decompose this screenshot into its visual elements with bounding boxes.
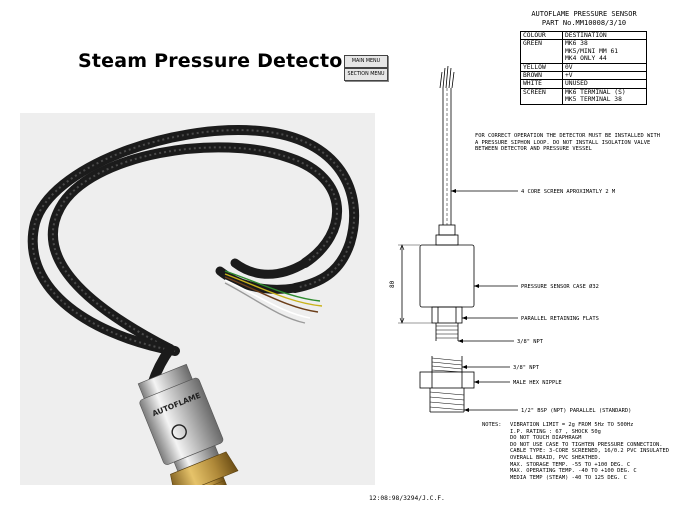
note-line: VIBRATION LIMIT = 2g FROM 5Hz TO 500Hz (510, 422, 634, 428)
note-line: DO NOT USE CASE TO TIGHTEN PRESSURE CONN… (510, 441, 663, 448)
note-line: DO NOT TOUCH DIAPHRAGM (510, 435, 582, 442)
wire-destination: MK6 38 MK5/MINI MM 61 MK4 ONLY 44 (562, 39, 647, 64)
bsp-label: 1/2" BSP (NPT) PARALLEL (STANDARD) (521, 408, 631, 414)
note-line: MAX. OPERATING TEMP. -40 TO +100 DEG. C (510, 468, 637, 475)
wire-colour-table: COLOUR DESTINATION GREEN MK6 38 MK5/MINI… (520, 30, 647, 105)
sheet-header-part-no: PART No.MM10008/3/10 (541, 18, 627, 27)
hex-label: MALE HEX NIPPLE (513, 380, 562, 386)
note-line: I.P. RATING : 67 , SHOCK 50g (510, 428, 601, 435)
wire-colour: GREEN (520, 39, 563, 64)
sheet-header-line1: AUTOFLAME PRESSURE SENSOR (531, 10, 637, 18)
product-photo-art: AUTOFLAME (20, 113, 375, 485)
main-menu-button[interactable]: MAIN MENU (344, 55, 388, 68)
npt-top-label: 3/8" NPT (517, 339, 544, 345)
install-note: FOR CORRECT OPERATION THE DETECTOR MUST … (475, 133, 660, 153)
wire-destination: UNUSED (562, 79, 647, 89)
drawing-reference: 12:08:98/3294/J.C.F. (369, 495, 445, 502)
table-row: WHITE UNUSED (520, 79, 647, 89)
section-menu-button[interactable]: SECTION MENU (344, 68, 388, 81)
note-line: CABLE TYPE: 3-CORE SCREENED, 16/0.2 PVC … (510, 448, 670, 455)
note-line: MEDIA TEMP (STEAM) -40 TO 125 DEG. C (510, 474, 627, 481)
dimension-height-label: 80 (389, 280, 396, 288)
wire-destination: MK6 TERMINAL (S) MK5 TERMINAL 38 (562, 87, 647, 105)
col-header-destination: DESTINATION (562, 30, 647, 41)
case-label: PRESSURE SENSOR CASE Ø32 (521, 283, 599, 290)
col-header-colour: COLOUR (520, 30, 563, 41)
technical-drawing: 80 4 CORE SCREEN APROXIMATLY 2 M PRESSUR… (389, 65, 631, 414)
cable-label: 4 CORE SCREEN APROXIMATLY 2 M (521, 189, 616, 195)
sheet-header: AUTOFLAME PRESSURE SENSOR PART No.MM1000… (520, 10, 648, 27)
note-line: OVERALL BRAID, PVC SHEATHED. (510, 454, 601, 461)
note-line: MAX. STORAGE TEMP. -55 TO +100 DEG. C (510, 461, 631, 468)
product-photo: AUTOFLAME (20, 113, 375, 485)
flats-label: PARALLEL RETAINING FLATS (521, 316, 599, 322)
notes-label: NOTES: (482, 422, 502, 428)
page-title: Steam Pressure Detector (78, 50, 353, 72)
table-row: GREEN MK6 38 MK5/MINI MM 61 MK4 ONLY 44 (520, 39, 647, 64)
npt-nipple-label: 3/8" NPT (513, 365, 540, 371)
wire-colour: SCREEN (520, 87, 563, 105)
table-row: SCREEN MK6 TERMINAL (S) MK5 TERMINAL 38 (520, 87, 647, 105)
